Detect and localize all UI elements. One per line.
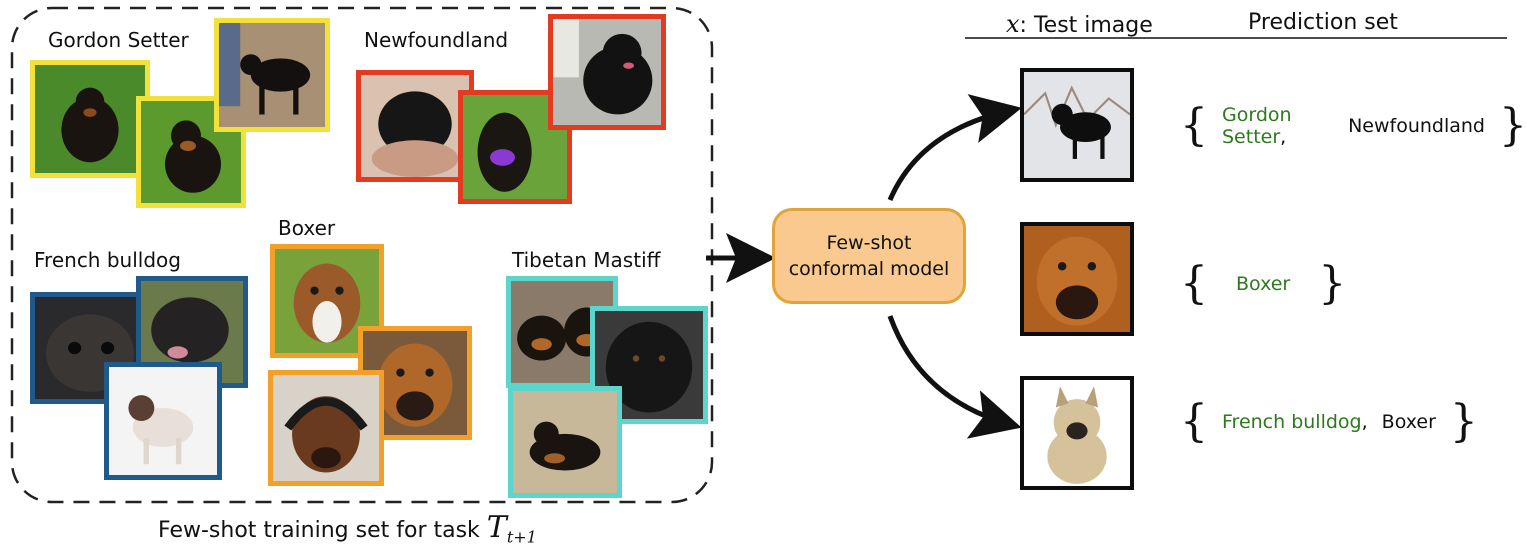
separator: ,: [1280, 126, 1287, 148]
french-bulldog-photo-3: [104, 362, 222, 480]
prediction-set-header: Prediction set: [1248, 10, 1398, 35]
caption-text: Few-shot training set for task: [158, 518, 480, 543]
model-to-test1-arrow: [887, 94, 1022, 201]
class-label-gordon-setter: Gordon Setter: [48, 28, 189, 52]
test-image-3: [1020, 376, 1134, 490]
prediction-item: Boxer: [1381, 411, 1436, 433]
test-image-1: [1020, 68, 1134, 182]
close-brace: }: [1318, 258, 1347, 309]
separator: ,: [1361, 411, 1368, 433]
model-label-line1: Few-shot: [826, 232, 912, 254]
model-label-line2: conformal model: [788, 258, 950, 280]
model-to-test3-arrow: [887, 315, 1022, 439]
open-brace: {: [1180, 396, 1208, 447]
training-set-caption: Few-shot training set for task Tt+1: [158, 510, 537, 546]
test-image-2: [1020, 222, 1134, 336]
prediction-item-correct: Boxer: [1236, 273, 1291, 295]
test-image-symbol: x: [1006, 10, 1020, 38]
prediction-item-correct: French bulldog: [1222, 411, 1362, 433]
prediction-item: Newfoundland: [1348, 115, 1485, 137]
caption-symbol: T: [486, 510, 507, 545]
newfoundland-photo-3: [548, 14, 666, 130]
open-brace: {: [1180, 100, 1208, 151]
test-image-header: x: Test image: [1006, 10, 1153, 38]
gordon-setter-photo-1: [30, 60, 150, 178]
open-brace: {: [1180, 258, 1208, 309]
training-set-frame: [10, 6, 714, 504]
tibetan-mastiff-photo-3: [508, 386, 622, 498]
prediction-set-2: { Boxer }: [1180, 262, 1346, 306]
class-label-boxer: Boxer: [278, 216, 336, 240]
gordon-setter-photo-3: [214, 18, 330, 132]
close-brace: }: [1449, 396, 1478, 447]
newfoundland-photo-1: [356, 70, 474, 182]
boxer-photo-3: [268, 370, 384, 486]
class-label-tibetan-mastiff: Tibetan Mastiff: [512, 248, 661, 272]
gordon-setter-photo-2: [136, 96, 246, 208]
boxer-photo-1: [270, 244, 384, 358]
conformal-model-box: Few-shot conformal model: [772, 208, 966, 304]
caption-subscript: t+1: [506, 527, 537, 547]
class-label-newfoundland: Newfoundland: [364, 28, 509, 52]
prediction-item-correct: Gordon Setter: [1222, 104, 1292, 148]
prediction-set-1: { Gordon Setter, Newfoundland }: [1180, 100, 1527, 151]
test-image-header-text: : Test image: [1019, 13, 1153, 38]
close-brace: }: [1499, 100, 1527, 151]
class-label-french-bulldog: French bulldog: [34, 248, 181, 272]
prediction-set-3: { French bulldog, Boxer }: [1180, 400, 1478, 444]
